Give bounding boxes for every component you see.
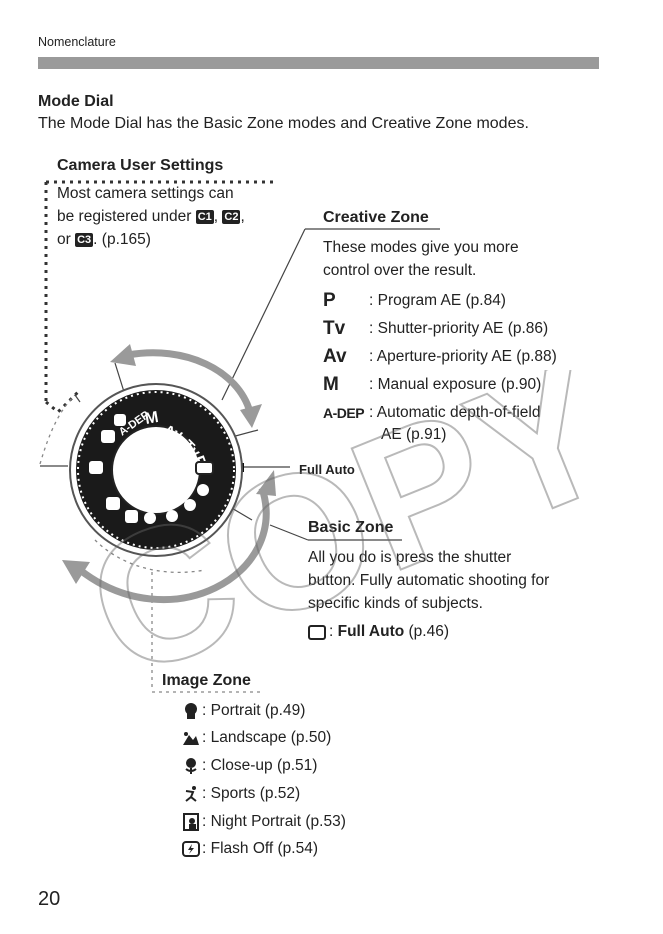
image-zone-label: : Sports (p.52) [202, 785, 301, 802]
sports-icon [180, 784, 202, 804]
tv-mode-icon: Tv [323, 318, 346, 339]
mode-row-m: M : Manual exposure (p.90) [323, 374, 589, 400]
cus-line2-prefix: be registered under [57, 208, 192, 225]
landscape-icon [180, 728, 202, 748]
av-mode-icon: Av [323, 346, 347, 367]
flash-off-icon [180, 839, 202, 859]
c2-icon: C2 [222, 210, 241, 224]
cz-line1: These modes give you more [323, 239, 519, 256]
adep-mode-icon: A-DEP [323, 405, 365, 421]
creative-zone-title: Creative Zone [323, 209, 429, 226]
basic-zone-title: Basic Zone [308, 519, 394, 536]
image-zone-item: : Flash Off (p.54) [180, 837, 318, 861]
image-zone-item: : Landscape (p.50) [180, 726, 331, 750]
full-auto-pointer-label: Full Auto [299, 462, 355, 477]
cus-line3: or C3. (p.165) [57, 228, 287, 251]
mode-desc: : Aperture-priority AE (p.88) [369, 348, 557, 365]
adep-desc-line1: : Automatic depth-of-field [369, 404, 541, 421]
fa-page: (p.46) [404, 623, 450, 640]
p-mode-icon: P [323, 290, 336, 311]
full-auto-icon [308, 624, 326, 640]
fa-sep: : [329, 623, 338, 640]
cus-line2: be registered under C1, C2, [57, 205, 287, 228]
dial-m: M [144, 409, 160, 428]
cus-sep1: , [213, 208, 219, 225]
close-up-icon [180, 756, 202, 776]
cus-body: Most camera settings can be registered u… [57, 182, 287, 251]
cus-line3-suffix: . (p.165) [93, 231, 151, 248]
fa-label: Full Auto [337, 623, 405, 640]
mode-dial: M Av Tv P A-DEP [69, 383, 243, 557]
basic-zone-full-auto: : Full Auto (p.46) [308, 623, 449, 641]
cus-line1: Most camera settings can [57, 185, 234, 202]
mode-desc: : Program AE (p.84) [369, 292, 506, 309]
dial-zone-dashes [39, 394, 262, 693]
dial-av: Av [162, 422, 186, 445]
page-number: 20 [38, 888, 61, 910]
image-zone-label: : Landscape (p.50) [202, 729, 332, 746]
m-mode-icon: M [323, 374, 339, 395]
adep-desc-line2: AE (p.91) [381, 426, 447, 443]
cus-sep2: , [240, 208, 245, 225]
c3-icon: C3 [75, 233, 94, 247]
image-zone-label: : Night Portrait (p.53) [202, 813, 346, 830]
basic-zone-body: All you do is press the shutter button. … [308, 546, 598, 615]
mode-desc: : Manual exposure (p.90) [369, 376, 542, 393]
mode-row-tv: Tv : Shutter-priority AE (p.86) [323, 318, 589, 344]
image-zone-item: : Night Portrait (p.53) [180, 810, 346, 834]
bz-line1: All you do is press the shutter [308, 549, 512, 566]
mode-row-adep: A-DEP : Automatic depth-of-field AE (p.9… [323, 402, 589, 448]
bz-line3: specific kinds of subjects. [308, 595, 483, 612]
mode-desc: : Shutter-priority AE (p.86) [369, 320, 549, 337]
zone-arrows [77, 349, 270, 603]
section-intro: The Mode Dial has the Basic Zone modes a… [38, 115, 529, 132]
cus-title: Camera User Settings [57, 157, 224, 174]
night-portrait-icon [180, 812, 202, 832]
portrait-icon [180, 701, 202, 721]
mode-row-p: P : Program AE (p.84) [323, 290, 589, 316]
image-zone-title: Image Zone [162, 672, 251, 689]
mode-row-av: Av : Aperture-priority AE (p.88) [323, 346, 589, 372]
header-label: Nomenclature [38, 35, 116, 49]
image-zone-label: : Close-up (p.51) [202, 757, 318, 774]
arrow-heads [62, 344, 276, 584]
image-zone-label: : Flash Off (p.54) [202, 840, 319, 857]
cus-line3-prefix: or [57, 231, 71, 248]
image-zone-label: : Portrait (p.49) [202, 702, 306, 719]
cz-line2: control over the result. [323, 262, 477, 279]
c1-icon: C1 [195, 210, 214, 224]
dial-icons [89, 414, 214, 524]
image-zone-item: : Sports (p.52) [180, 782, 300, 806]
image-zone-item: : Close-up (p.51) [180, 754, 317, 778]
creative-zone-body: These modes give you more control over t… [323, 236, 583, 282]
bz-line2: button. Fully automatic shooting for [308, 572, 550, 589]
mode-desc: : Automatic depth-of-field AE (p.91) [369, 402, 589, 446]
image-zone-item: : Portrait (p.49) [180, 699, 305, 723]
header-bar [38, 57, 599, 69]
section-title: Mode Dial [38, 93, 114, 110]
